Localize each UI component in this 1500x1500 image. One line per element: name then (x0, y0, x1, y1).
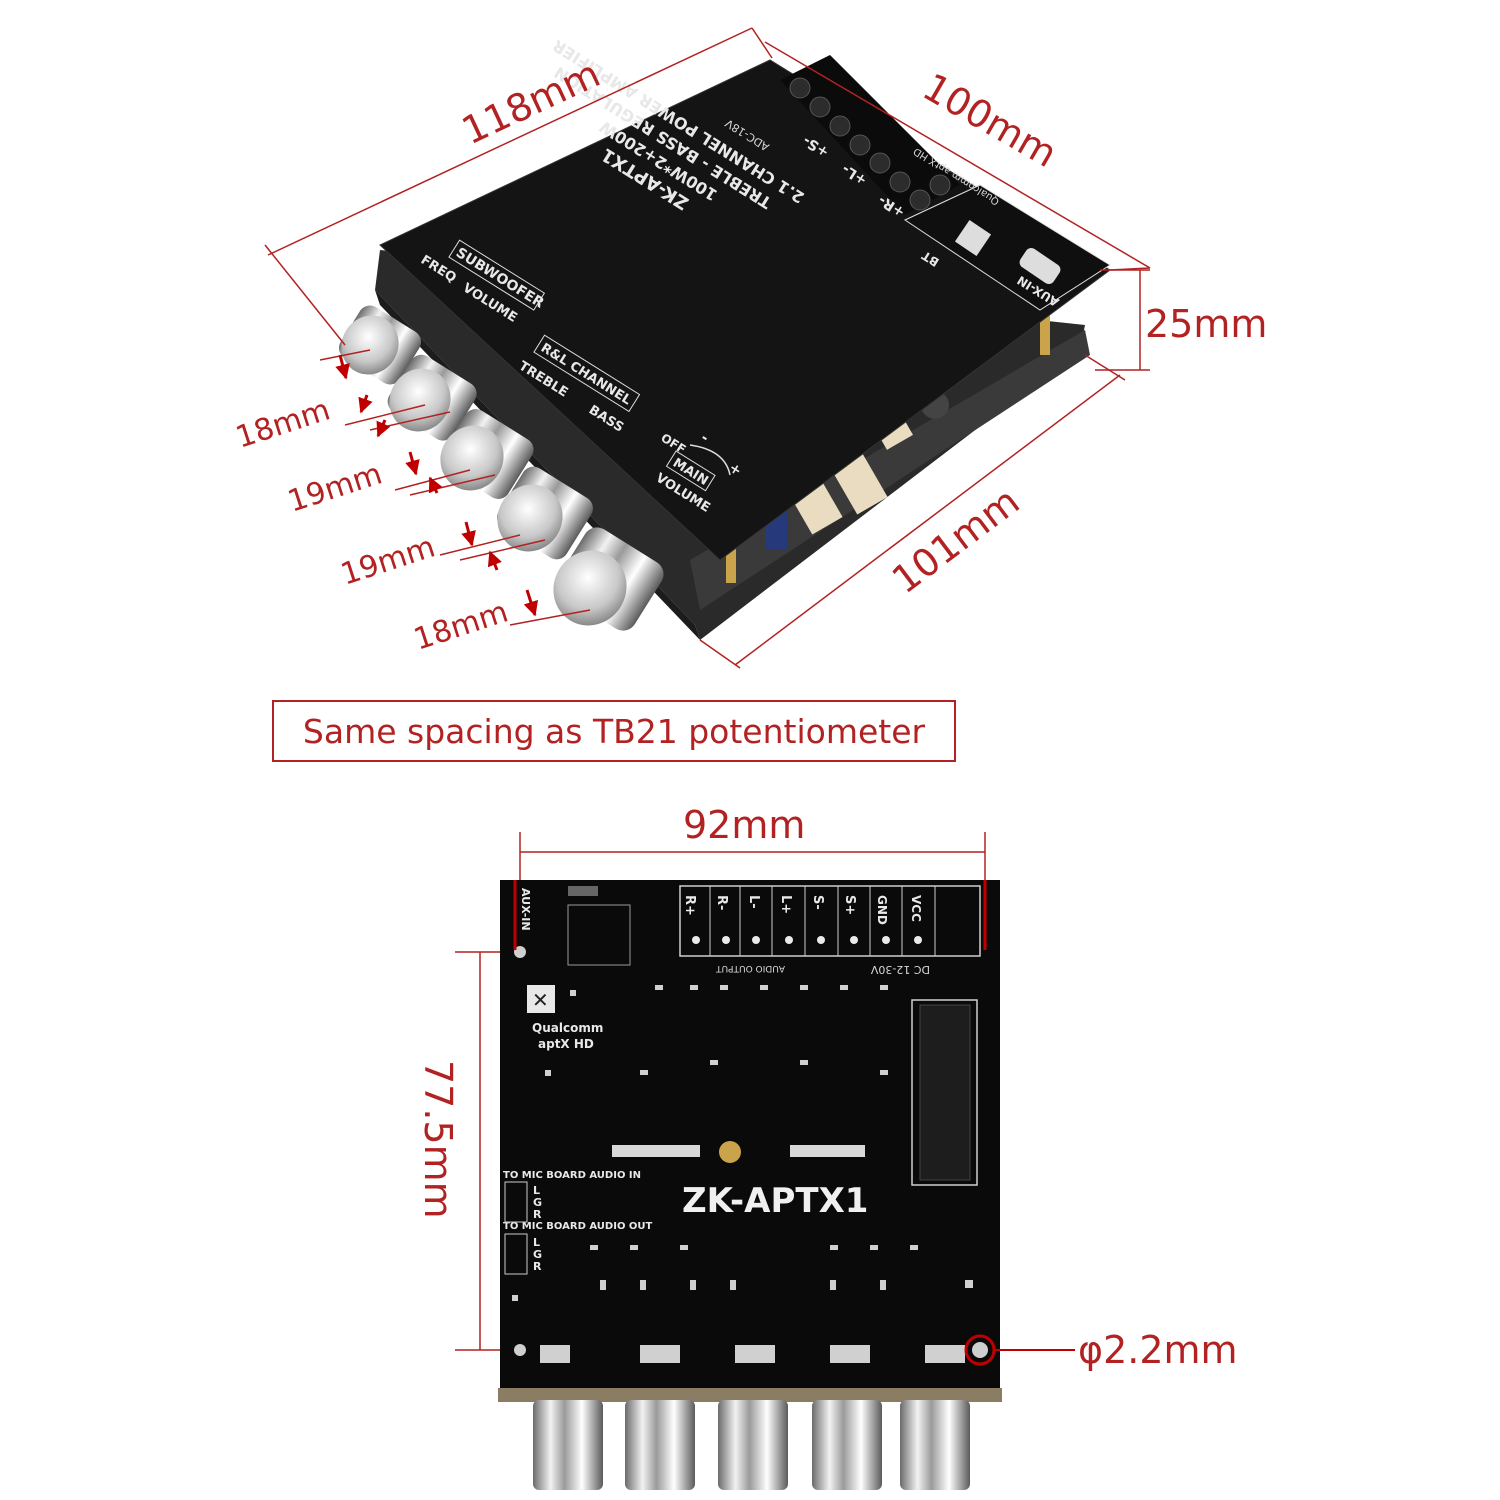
corner-brackets (513, 880, 987, 950)
mount-hole-br (972, 1342, 988, 1358)
knob-bottom-1 (533, 1400, 603, 1490)
aux-jack-icon (1019, 248, 1061, 284)
dim-92: 92mm (683, 803, 805, 847)
lg-1-r: R (533, 1208, 542, 1221)
qualcomm-1: Qualcomm (532, 1021, 603, 1035)
bottom-aux-in: AUX-IN (519, 888, 532, 931)
label-strip (903, 184, 1111, 311)
lg-2-g: G (533, 1248, 542, 1261)
header-pins (568, 886, 598, 896)
audio-output-label: AUDIO OUTPUT (716, 963, 785, 973)
gap-19-b: 19mm (337, 529, 440, 592)
term-s-plus: S+ (842, 895, 857, 915)
term-r-plus: R+ (682, 895, 697, 916)
spacing-note: Same spacing as TB21 potentiometer (272, 700, 956, 762)
terminal-pads (692, 936, 922, 944)
terminal-screws (789, 77, 951, 211)
dim-25: 25mm (1145, 302, 1267, 346)
component-outline (911, 999, 978, 1186)
lg-1-g: G (533, 1196, 542, 1209)
gap-18-b: 18mm (410, 594, 513, 657)
pin-strip-right (790, 1145, 865, 1157)
knob-freq (338, 305, 422, 385)
mic-in-label: TO MIC BOARD AUDIO IN (503, 1170, 641, 1181)
knob-bottom-2 (625, 1400, 695, 1490)
rotation-arrow (689, 444, 731, 476)
rl-box (533, 334, 641, 413)
dim-100-line (764, 41, 1151, 269)
dim-118: 118mm (455, 51, 606, 153)
dc-input-label: DC 12-30V (870, 963, 930, 976)
term-s-minus: S- (810, 895, 825, 910)
term-vcc: VCC (909, 895, 923, 922)
subwoofer-box (448, 239, 546, 311)
gap-19-a: 19mm (284, 456, 387, 519)
dim-77-5: 77.5mm (416, 1060, 460, 1219)
knobs-bottom (533, 1400, 970, 1490)
dim-hole: φ2.2mm (1078, 1328, 1238, 1372)
bottom-view: 92mm 77.5mm R+ R- L- L+ S- S+ GND VCC (416, 803, 1238, 1490)
x-icon: ✕ (532, 988, 549, 1012)
knob-bottom-3 (718, 1400, 788, 1490)
mic-connectors (504, 1181, 528, 1275)
lg-2-r: R (533, 1260, 542, 1273)
pin-strip-left (612, 1145, 700, 1157)
term-r-minus: R- (714, 895, 729, 910)
aptx-logo-bottom (527, 985, 555, 1013)
lgr-labels: L G R L G R (533, 1184, 542, 1273)
term-l-plus: L+ (778, 895, 793, 914)
aptx-logo (954, 219, 992, 257)
terminal-strip (679, 885, 981, 957)
button-legend (567, 904, 631, 966)
term-l-minus: L- (746, 895, 761, 909)
knob-main-volume (553, 527, 664, 631)
dim-101-line (734, 374, 1121, 666)
bottom-model: ZK-APTX1 (682, 1181, 868, 1221)
qualcomm-2: aptX HD (538, 1037, 594, 1051)
lg-1-l: L (533, 1184, 540, 1197)
knobs-top (338, 305, 664, 631)
center-screw (719, 1141, 741, 1163)
mount-hole-bl (514, 1344, 526, 1356)
knob-bass (497, 466, 593, 560)
top-view: ZK-APTX1 100W*2+200W TREBLE - BASS REGUL… (232, 27, 1267, 669)
term-gnd: GND (875, 895, 889, 925)
gap-arrows (335, 354, 539, 617)
smd-pads (512, 985, 973, 1363)
gap-18-a: 18mm (232, 392, 335, 455)
bottom-terminal-labels: R+ R- L- L+ S- S+ GND VCC (682, 895, 923, 925)
pcb-edge (498, 1388, 1002, 1402)
terminal-block (780, 55, 960, 215)
spacing-note-text: Same spacing as TB21 potentiometer (302, 711, 926, 751)
dim-118-line (267, 27, 753, 256)
dim-101: 101mm (884, 479, 1028, 602)
standoff (726, 528, 736, 583)
main-box (665, 450, 716, 492)
knob-bottom-4 (812, 1400, 882, 1490)
pcb-layer (690, 330, 1090, 610)
lg-2-l: L (533, 1236, 540, 1249)
mic-out-label: TO MIC BOARD AUDIO OUT (503, 1221, 653, 1232)
knob-bottom-5 (900, 1400, 970, 1490)
standoff (1040, 300, 1050, 355)
mount-hole-tl (514, 946, 526, 958)
inductor (919, 1004, 971, 1181)
